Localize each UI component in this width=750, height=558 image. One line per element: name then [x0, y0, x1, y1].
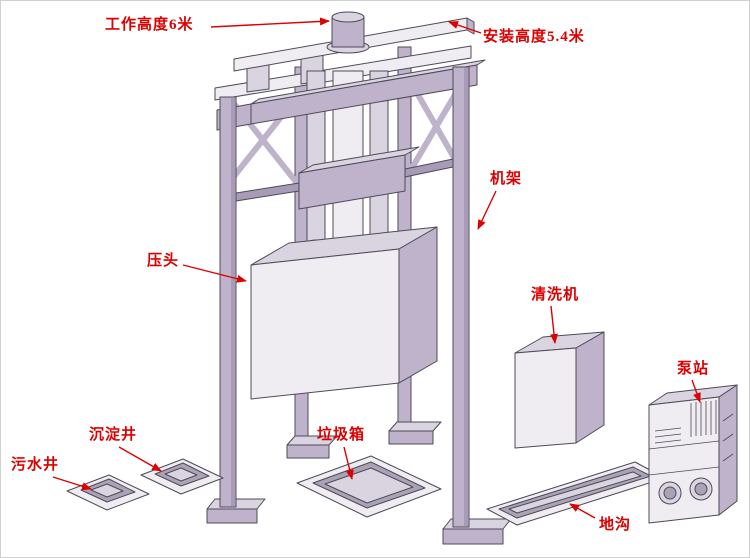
washer-front — [514, 347, 577, 449]
settling-well-bottom — [164, 467, 198, 482]
arrow-working-height — [210, 17, 330, 28]
press-box-front — [250, 248, 400, 400]
trench-channel — [486, 461, 666, 526]
pump-side-louver-2 — [722, 433, 734, 442]
back-left-base-front — [286, 444, 330, 459]
front-right-column-shade — [464, 68, 468, 526]
label-sewage-well: 污水井 — [11, 457, 60, 473]
label-pump-station: 泵站 — [677, 361, 710, 377]
trench-bottom — [508, 471, 642, 514]
washer-box — [514, 331, 605, 449]
label-settling-well: 沉淀井 — [89, 427, 138, 443]
upper-rail-end-cap — [466, 17, 475, 35]
arrow-sewage-well — [52, 476, 92, 491]
arrow-washer — [550, 305, 559, 344]
arrow-trench — [569, 503, 596, 519]
cylinder-cap-top — [331, 11, 365, 23]
pump-side-louver-3 — [722, 453, 734, 462]
platen-left-bracket — [235, 182, 300, 202]
pump-side — [718, 384, 738, 516]
settling-well-pit — [140, 458, 224, 495]
label-trench: 地沟 — [599, 517, 632, 533]
platform-beam — [216, 59, 486, 131]
sewage-well-pit — [66, 474, 150, 511]
label-working-height: 工作高度6米 — [105, 17, 194, 33]
pump-seam-2 — [648, 466, 720, 476]
pump-slot-1 — [654, 427, 682, 432]
arrow-garbage-bin — [343, 446, 354, 480]
pump-fan-left-hub — [663, 486, 677, 500]
front-left-column-shade — [231, 98, 235, 506]
moving-platen — [235, 146, 454, 210]
label-press-head: 压头 — [147, 253, 180, 269]
pump-side-louver-1 — [722, 413, 734, 422]
right-brace-2 — [404, 88, 461, 178]
label-washer: 清洗机 — [531, 287, 580, 303]
garbage-pit — [296, 455, 442, 518]
pump-station-box — [648, 384, 738, 524]
label-install-height: 安装高度5.4米 — [483, 29, 585, 45]
label-garbage-bin: 垃圾箱 — [317, 427, 366, 443]
pump-front — [648, 396, 720, 524]
arrow-install-height — [448, 21, 482, 34]
washer-side — [575, 331, 605, 444]
arrow-press-head — [182, 264, 247, 283]
front-right-base-front — [442, 528, 504, 545]
front-left-base-front — [206, 508, 258, 524]
arrow-frame — [477, 190, 497, 230]
arrow-settling-well — [118, 446, 162, 472]
sewage-well-bottom — [90, 483, 124, 498]
pump-fan-right-hub — [694, 482, 708, 496]
pump-seam-1 — [648, 440, 720, 450]
label-frame: 机架 — [490, 171, 523, 187]
arrow-pump-station — [691, 379, 701, 403]
front-columns — [206, 66, 512, 545]
hydraulic-cylinder — [326, 11, 370, 54]
back-right-base-front — [388, 430, 434, 445]
press-head-box — [250, 226, 438, 400]
platen-front — [298, 154, 406, 210]
annotation-arrows — [52, 17, 701, 519]
pump-slot-3 — [654, 439, 682, 444]
pump-slot-2 — [654, 433, 682, 438]
press-box-side — [398, 226, 438, 384]
back-right-base-top — [388, 421, 442, 432]
